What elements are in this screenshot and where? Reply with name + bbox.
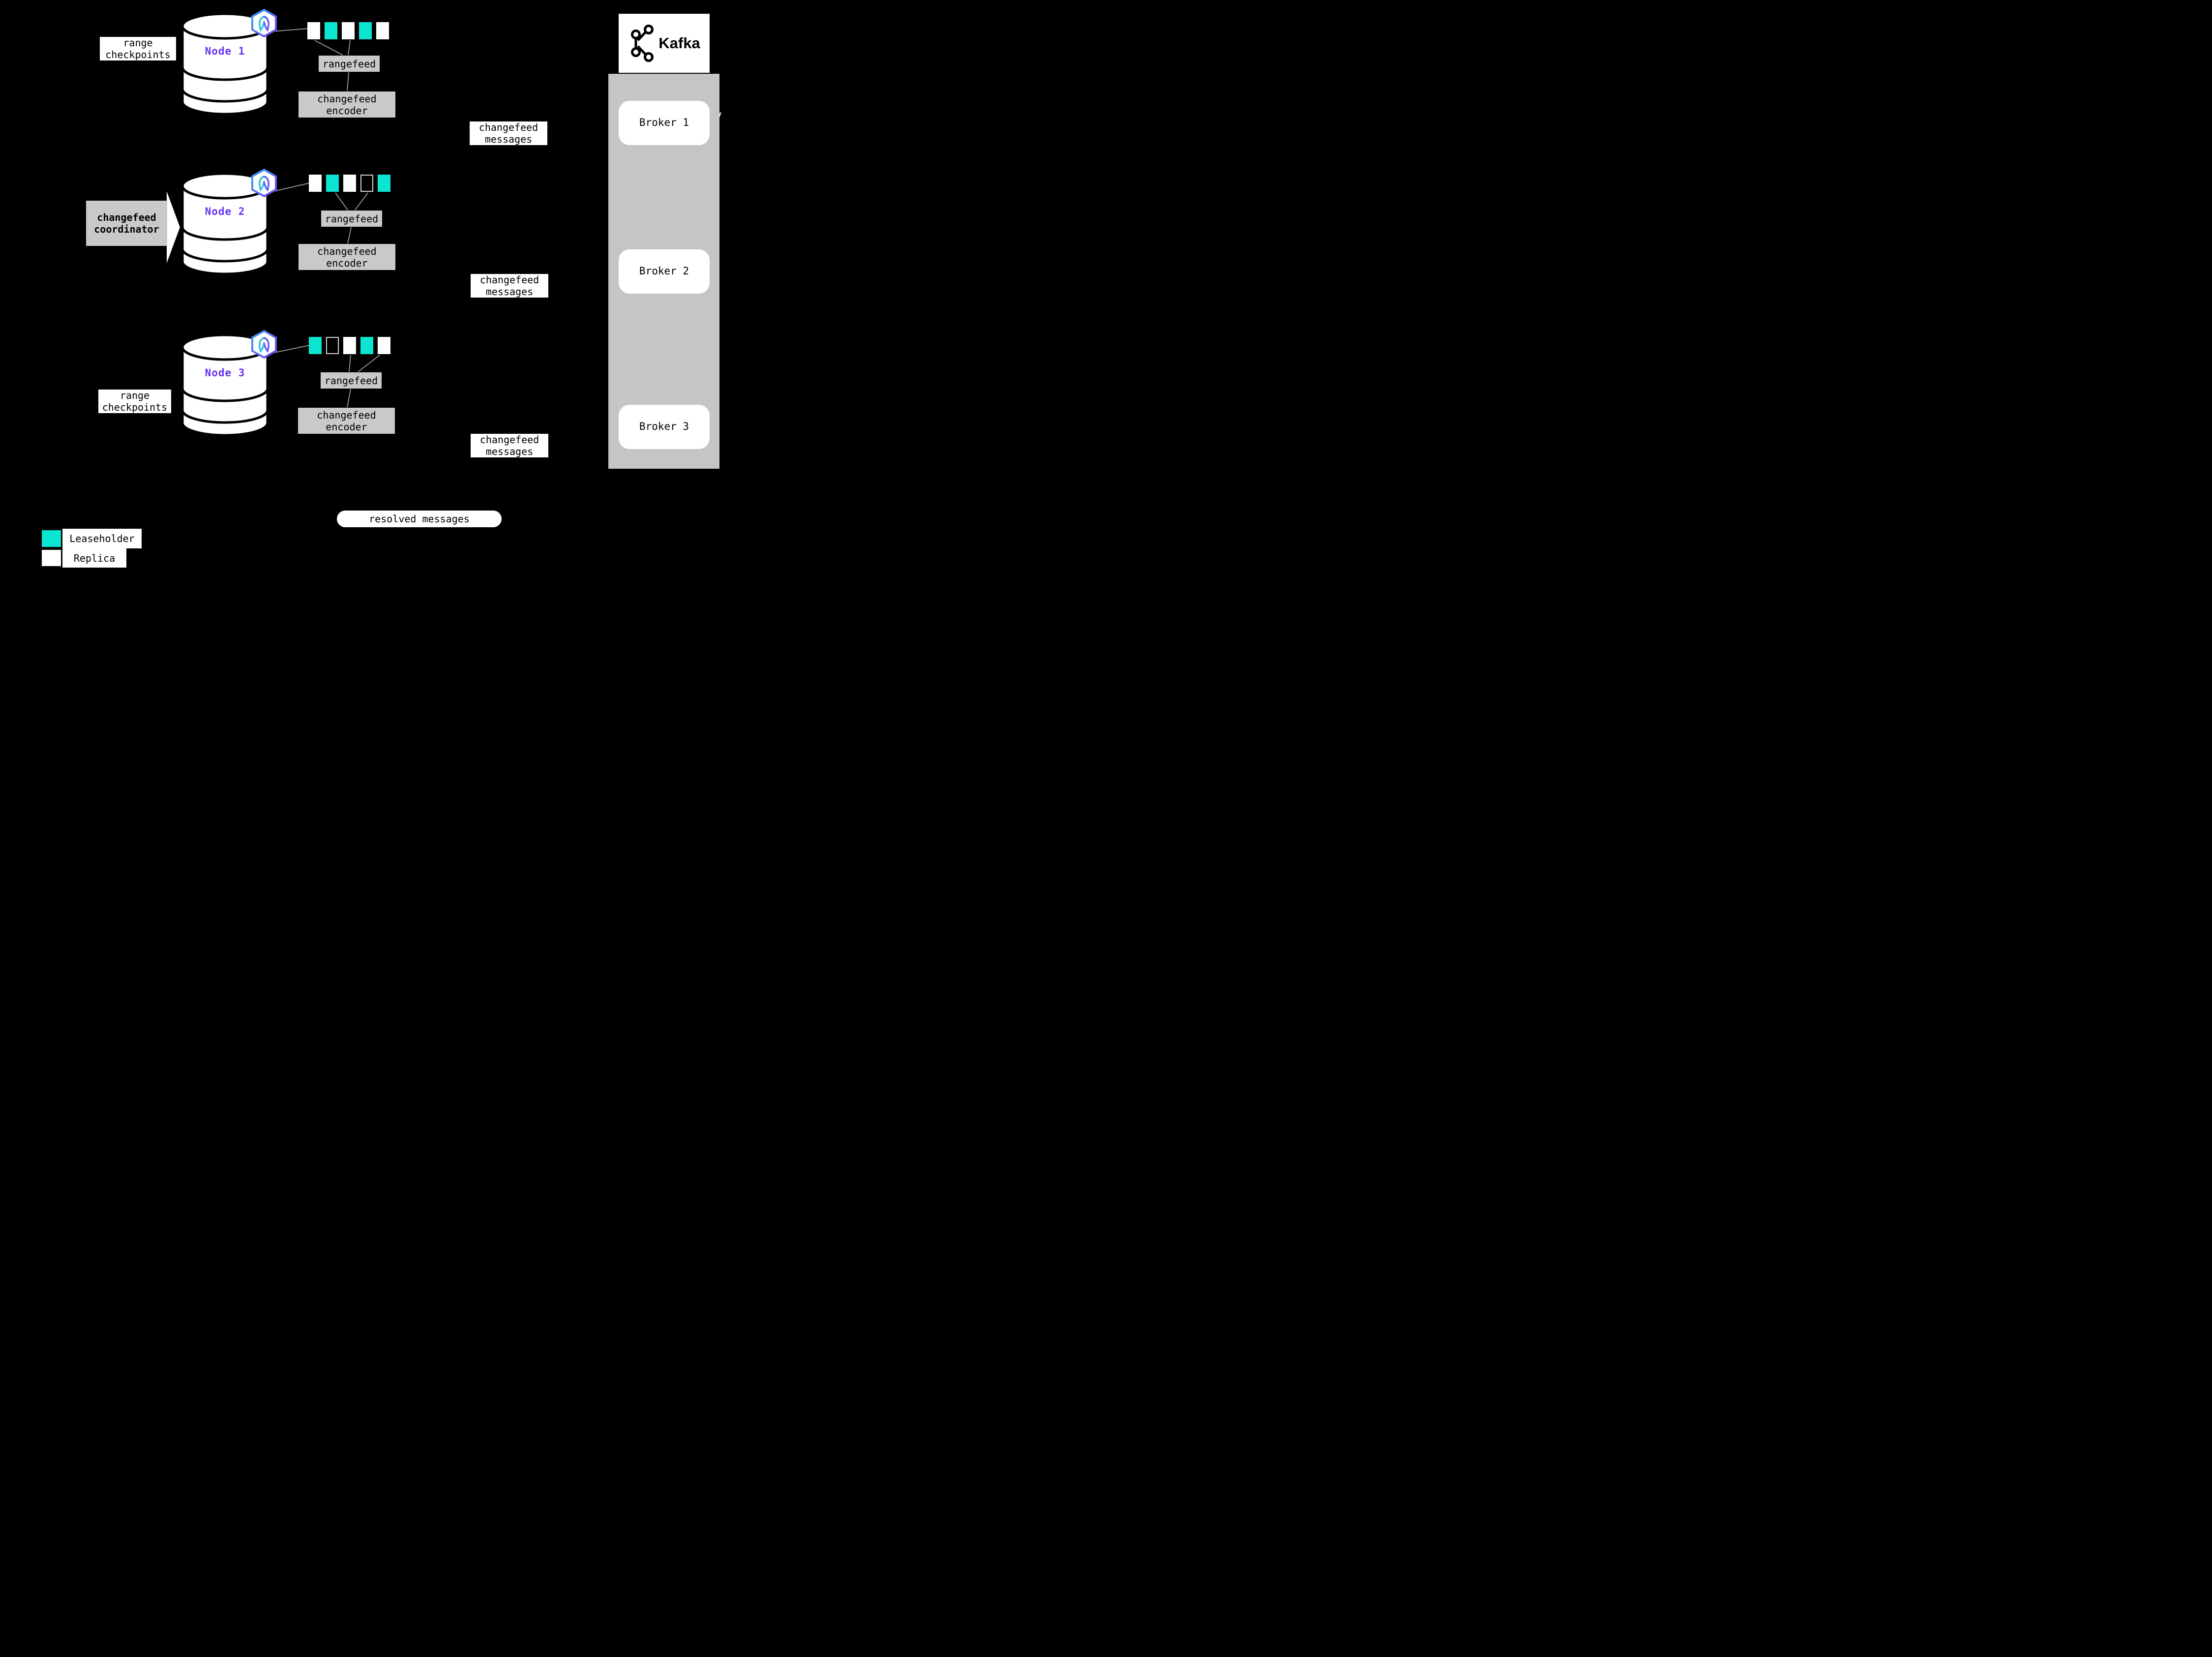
- range-square-replica: [307, 22, 320, 39]
- kafka-logo-icon: [628, 25, 655, 62]
- cockroachdb-icon: [250, 8, 278, 38]
- range-square-outline: [326, 337, 339, 354]
- range-square-leaseholder: [325, 22, 337, 39]
- cockroachdb-icon: [250, 168, 278, 198]
- node2-range-squares: [309, 175, 390, 192]
- kafka-title: Kafka: [658, 34, 700, 52]
- node3-rangefeed-box: rangefeed: [321, 372, 382, 389]
- kafka-header: Kafka: [619, 14, 710, 73]
- node2-database-cylinder: [179, 172, 270, 276]
- broker-1: Broker 1: [619, 101, 710, 145]
- node1-changefeed-messages-label: changefeed messages: [470, 121, 547, 145]
- range-square-leaseholder: [326, 175, 339, 192]
- node2-rangefeed-box: rangefeed: [321, 211, 382, 227]
- range-square-outline: [360, 175, 373, 192]
- resolved-messages-label: resolved messages: [337, 511, 502, 527]
- node1-database-cylinder: [179, 12, 270, 117]
- range-square-leaseholder: [359, 22, 372, 39]
- node2-label: Node 2: [205, 206, 245, 217]
- range-square-replica: [343, 175, 356, 192]
- coordinator-arrow-icon: [167, 191, 180, 263]
- node1-range-squares: [307, 22, 389, 39]
- node3-label: Node 3: [205, 367, 245, 379]
- broker-2: Broker 2: [619, 249, 710, 294]
- broker-3: Broker 3: [619, 405, 710, 449]
- legend-replica-label: Replica: [62, 548, 126, 568]
- legend-replica-swatch: [40, 548, 62, 568]
- range-checkpoints-label-3: range checkpoints: [98, 390, 171, 413]
- diagram-canvas: range checkpoints Node 1 rangefeed chang…: [0, 0, 771, 577]
- node1-label: Node 1: [205, 45, 245, 57]
- changefeed-coordinator-label: changefeed coordinator: [86, 201, 167, 246]
- range-square-replica: [309, 175, 322, 192]
- range-checkpoints-label-1: range checkpoints: [100, 37, 176, 60]
- range-square-replica: [342, 22, 355, 39]
- node1-changefeed-encoder-box: changefeed encoder: [299, 91, 395, 118]
- range-square-leaseholder: [378, 175, 390, 192]
- range-square-leaseholder: [309, 337, 322, 354]
- node3-changefeed-encoder-box: changefeed encoder: [298, 408, 395, 434]
- node2-changefeed-messages-label: changefeed messages: [471, 274, 548, 298]
- node2-changefeed-encoder-box: changefeed encoder: [299, 244, 395, 270]
- node3-changefeed-messages-label: changefeed messages: [471, 434, 548, 457]
- range-square-replica: [378, 337, 390, 354]
- node3-range-squares: [309, 337, 390, 354]
- node3-database-cylinder: [179, 333, 270, 438]
- range-square-replica: [376, 22, 389, 39]
- node1-rangefeed-box: rangefeed: [319, 56, 380, 72]
- range-square-replica: [343, 337, 356, 354]
- cockroachdb-icon: [250, 330, 278, 359]
- legend-leaseholder-swatch: [40, 529, 62, 548]
- legend-leaseholder-label: Leaseholder: [62, 529, 142, 548]
- range-square-leaseholder: [360, 337, 373, 354]
